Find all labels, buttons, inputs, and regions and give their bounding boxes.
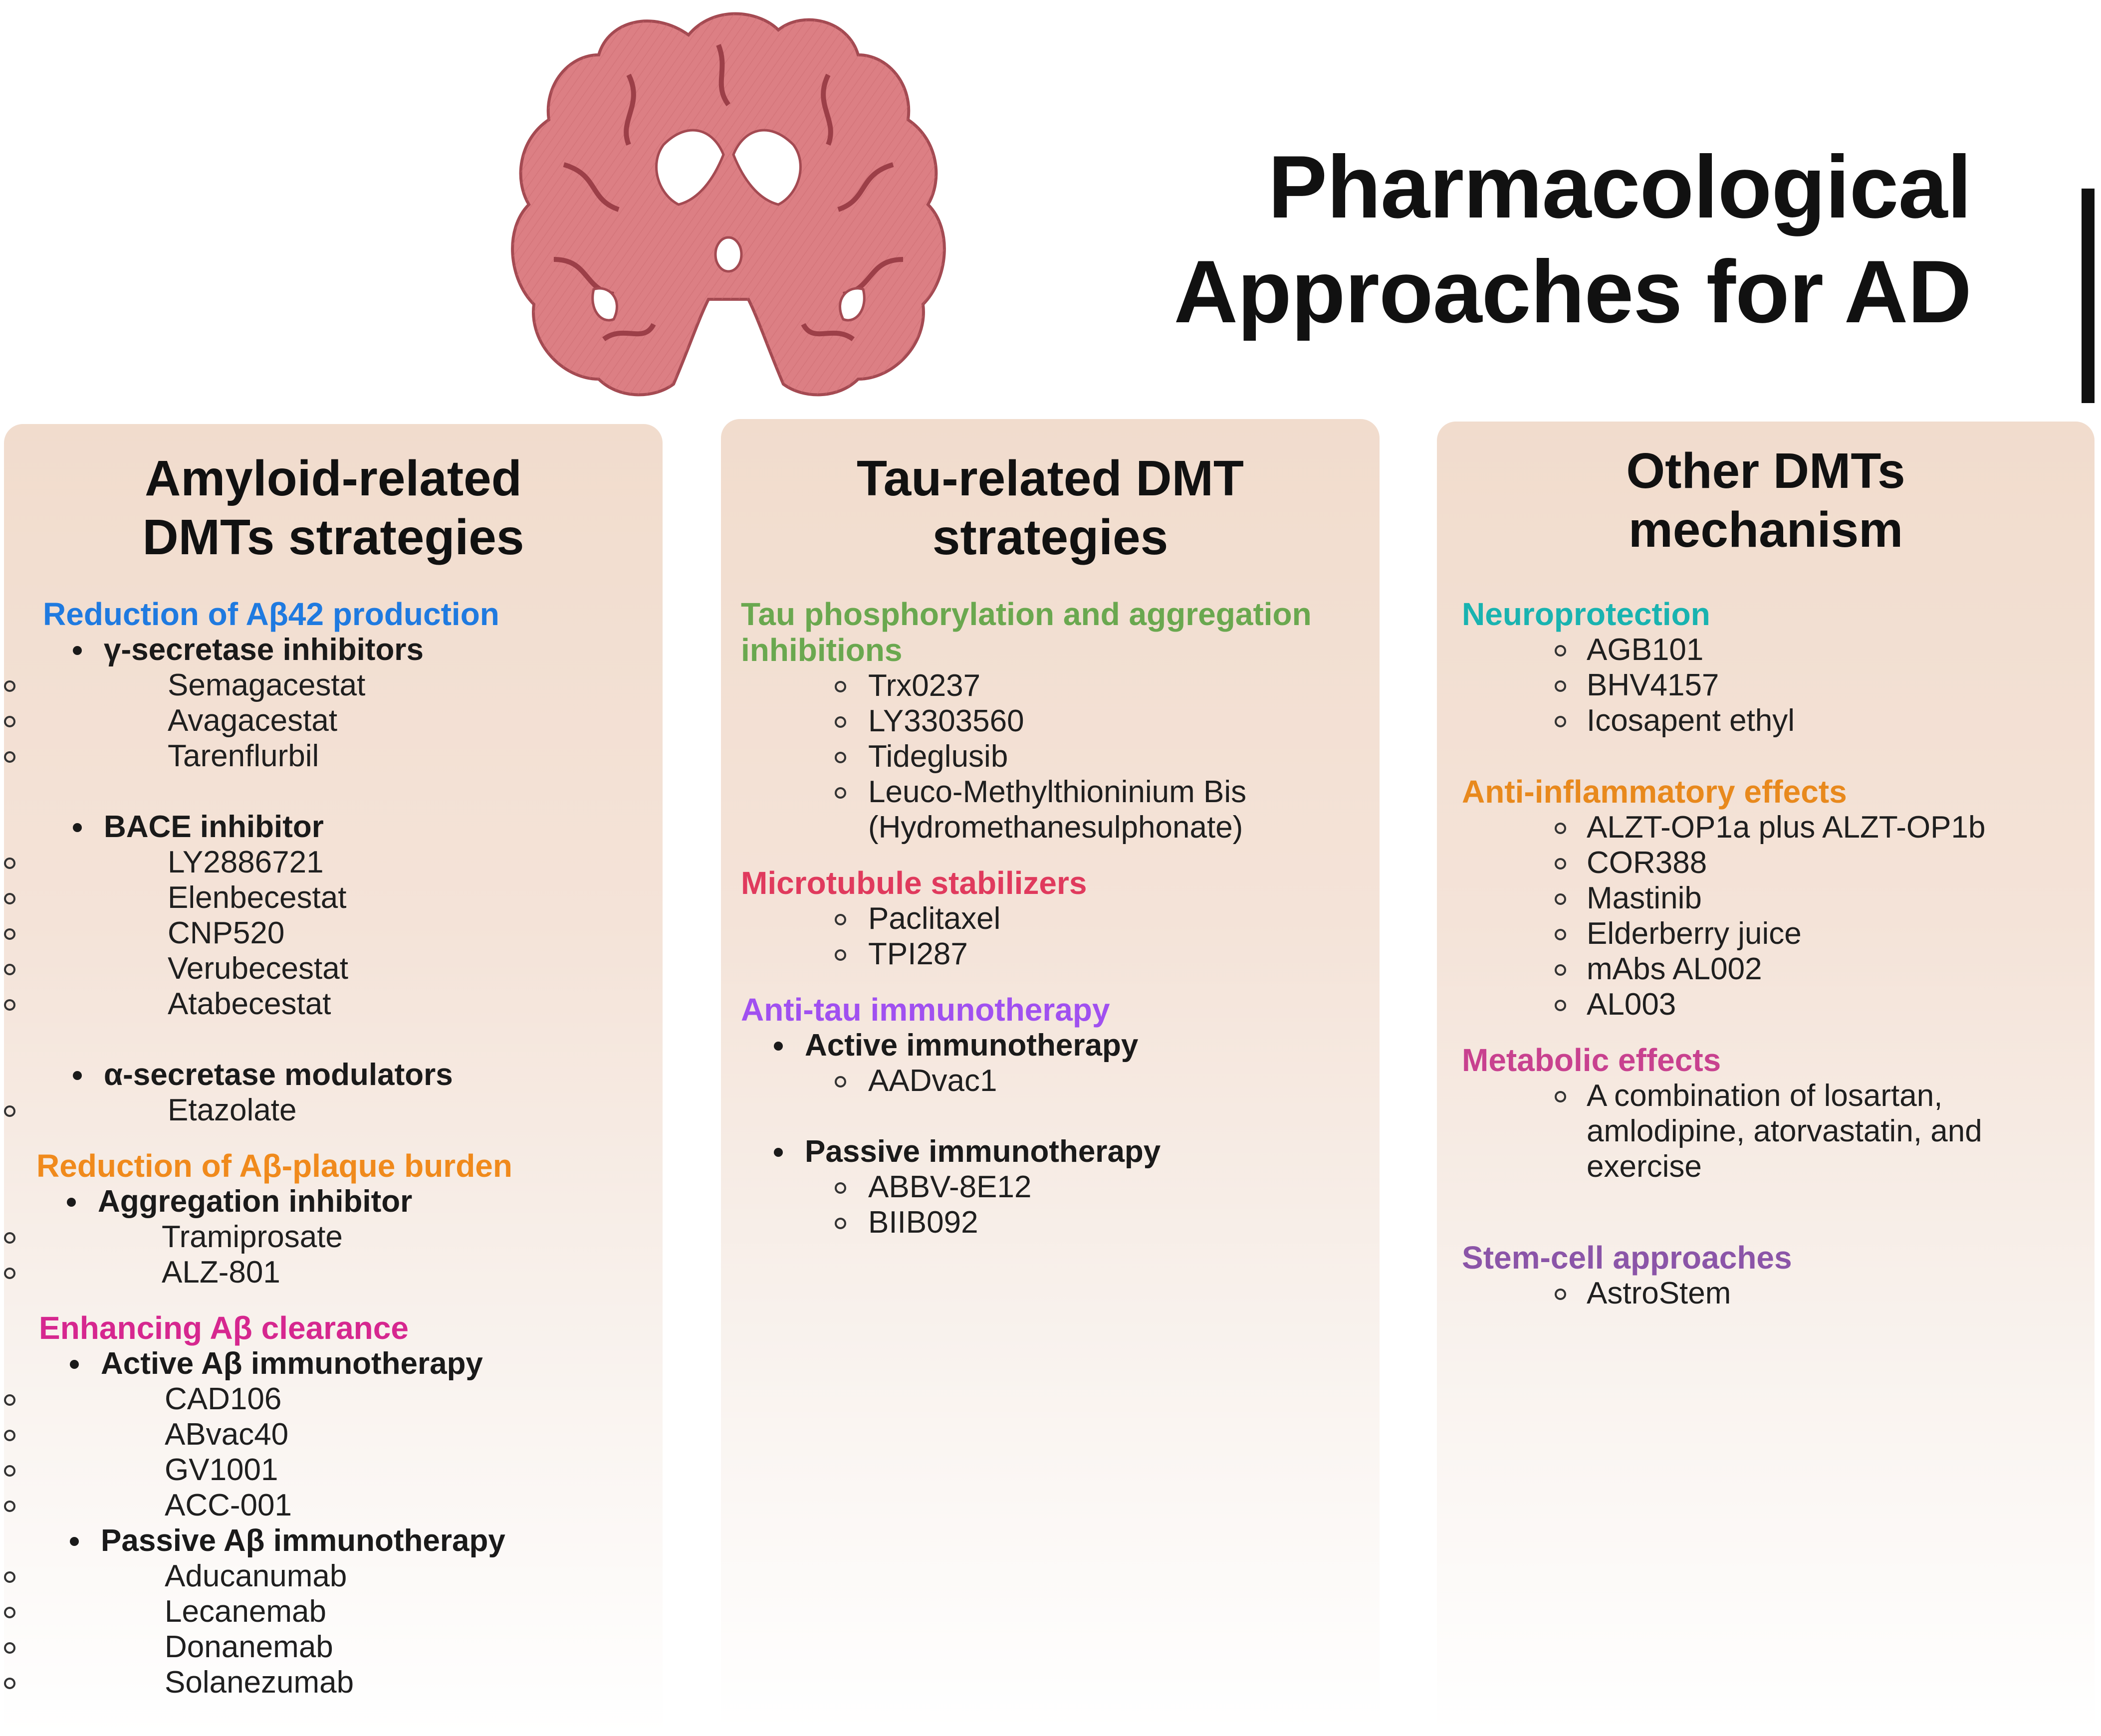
panel-tau: Tau-related DMT strategies Tau phosphory… [721, 419, 1380, 1731]
list-item: Verubecestat [4, 951, 663, 986]
list-item: CAD106 [4, 1381, 663, 1417]
list-item: Tramiprosate [4, 1219, 663, 1255]
list-item: ALZ-801 [4, 1255, 663, 1290]
category-label: Anti-tau immunotherapy [741, 992, 1110, 1028]
list-item: LY3303560 [721, 703, 1380, 739]
panel-title-line: DMTs strategies [142, 509, 524, 565]
panel-title: Tau-related DMT strategies [721, 449, 1380, 567]
subgroup-label: Passive Aβ immunotherapy [4, 1523, 663, 1558]
panel-other: Other DMTs mechanism Neuroprotection AGB… [1437, 422, 2095, 1734]
list-item: Atabecestat [4, 986, 663, 1022]
list-item: Elenbecestat [4, 880, 663, 915]
category-label: Enhancing Aβ clearance [39, 1310, 409, 1346]
list-item: Lecanemab [4, 1594, 663, 1629]
list-item: GV1001 [4, 1452, 663, 1488]
panel-content: Neuroprotection AGB101 BHV4157 Icosapent… [1437, 596, 2095, 1311]
list-item: Elderberry juice [1437, 916, 2095, 951]
panel-title-line: Other DMTs [1626, 443, 1905, 499]
list-item: ABvac40 [4, 1417, 663, 1452]
title-line-2: Approaches for AD [1173, 242, 1972, 341]
category-label: Metabolic effects [1462, 1042, 1721, 1078]
list-item: Etazolate [4, 1092, 663, 1128]
panel-content: Tau phosphorylation and aggregation inhi… [721, 596, 1380, 1240]
brain-illustration [511, 12, 946, 397]
panel-title-line: mechanism [1628, 502, 1903, 558]
category-label: Microtubule stabilizers [741, 865, 1087, 901]
list-item: Donanemab [4, 1629, 663, 1665]
title-accent-bar [2082, 189, 2095, 403]
list-item: Mastinib [1437, 880, 2095, 916]
list-item: LY2886721 [4, 845, 663, 880]
panel-title: Other DMTs mechanism [1437, 441, 2095, 559]
list-item: Aducanumab [4, 1558, 663, 1594]
list-item: CNP520 [4, 915, 663, 951]
category-label: Reduction of Aβ-plaque burden [36, 1148, 512, 1184]
category-label: Reduction of Aβ42 production [43, 596, 499, 632]
subgroup-label: α-secretase modulators [4, 1057, 663, 1092]
list-item: Trx0237 [721, 668, 1380, 703]
page-title: Pharmacological Approaches for AD [1173, 135, 1972, 344]
list-item: Avagacestat [4, 703, 663, 738]
list-item: ABBV-8E12 [721, 1169, 1380, 1205]
panel-content: Reduction of Aβ42 production γ-secretase… [4, 596, 663, 1700]
list-item: BIIB092 [721, 1205, 1380, 1240]
list-item: AL003 [1437, 987, 2095, 1022]
panel-title-line: Tau-related DMT [857, 450, 1244, 506]
brain-shape [511, 12, 946, 397]
title-line-1: Pharmacological [1268, 137, 1972, 236]
list-item: Icosapent ethyl [1437, 703, 2095, 738]
panel-title-line: strategies [932, 509, 1168, 565]
list-item: ACC-001 [4, 1488, 663, 1523]
list-item: AGB101 [1437, 632, 2095, 667]
list-item: Leuco-Methylthioninium Bis (Hydromethane… [721, 774, 1380, 845]
panel-amyloid: Amyloid-related DMTs strategies Reductio… [4, 424, 663, 1736]
list-item: Solanezumab [4, 1665, 663, 1700]
list-item: TPI287 [721, 936, 1380, 972]
category-label: Tau phosphorylation and aggregation inhi… [741, 596, 1312, 668]
category-label: Neuroprotection [1462, 596, 1710, 632]
list-item: mAbs AL002 [1437, 951, 2095, 987]
category-label: Stem-cell approaches [1462, 1240, 1792, 1276]
list-item: AstroStem [1437, 1276, 2095, 1311]
subgroup-label: Passive immunotherapy [721, 1134, 1380, 1169]
list-item: Semagacestat [4, 667, 663, 703]
list-item: Tideglusib [721, 739, 1380, 774]
category-label: Anti-inflammatory effects [1462, 774, 1847, 810]
subgroup-label: Active immunotherapy [721, 1028, 1380, 1063]
panel-title-line: Amyloid-related [145, 450, 522, 506]
list-item: BHV4157 [1437, 667, 2095, 703]
subgroup-label: Active Aβ immunotherapy [4, 1346, 663, 1381]
list-item: Paclitaxel [721, 901, 1380, 936]
list-item: ALZT-OP1a plus ALZT-OP1b [1437, 810, 2095, 845]
panel-title: Amyloid-related DMTs strategies [4, 449, 663, 567]
list-item: Tarenflurbil [4, 738, 663, 774]
list-item: AADvac1 [721, 1063, 1380, 1098]
subgroup-label: Aggregation inhibitor [4, 1184, 663, 1219]
list-item: A combination of losartan, amlodipine, a… [1437, 1078, 2095, 1184]
subgroup-label: γ-secretase inhibitors [4, 632, 663, 667]
subgroup-label: BACE inhibitor [4, 809, 663, 845]
list-item: COR388 [1437, 845, 2095, 880]
